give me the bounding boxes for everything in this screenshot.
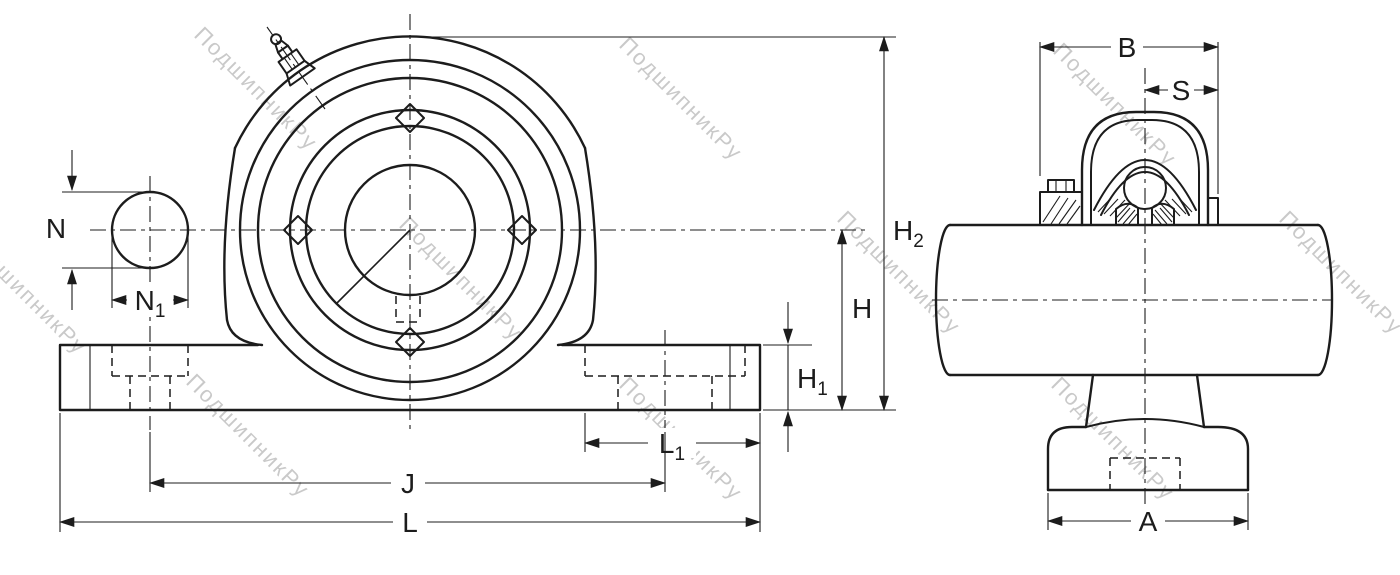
dimension-S: S <box>1143 75 1220 106</box>
label-mask <box>1168 75 1194 105</box>
shaft <box>934 223 1334 377</box>
dimension-L1: L1 <box>583 413 762 465</box>
body-and-base <box>1046 373 1250 492</box>
dim-label-H2: H2 <box>893 215 924 252</box>
housing-outline <box>58 35 762 412</box>
shaft-right-end <box>1316 223 1334 377</box>
housing-left-side <box>223 146 264 347</box>
dimension-H: H <box>837 228 872 412</box>
watermark-text: ПодшипникРу <box>0 226 92 360</box>
setscrew-head <box>1047 179 1075 193</box>
fitting-shank <box>277 44 294 61</box>
grease-fitting <box>270 33 316 87</box>
dim-label-A: A <box>1139 506 1158 537</box>
body-left-edge <box>1084 373 1095 429</box>
shaft-bore-circle <box>343 163 477 297</box>
label-mask <box>648 428 696 458</box>
radial-section-line <box>336 229 411 304</box>
bearing-cap <box>1039 110 1219 227</box>
side-view: B S A <box>932 32 1334 537</box>
cap-inner-profile <box>1090 119 1200 226</box>
dim-label-B: B <box>1118 32 1137 63</box>
insert-seal-circle <box>304 124 516 336</box>
label-mask <box>393 507 427 537</box>
grease-fitting-axis <box>266 26 326 110</box>
label-mask <box>1111 32 1143 62</box>
dim-label-S: S <box>1172 75 1191 106</box>
center-lines <box>932 68 1332 515</box>
outer-ring-outer-arc <box>1093 159 1197 211</box>
dimension-H2: H2 <box>416 35 924 412</box>
dim-label-N1: N1 <box>135 285 166 322</box>
base-right-profile <box>1202 425 1250 492</box>
cap-outer-profile <box>1080 110 1210 227</box>
dimension-H1: H1 <box>763 302 828 452</box>
lube-diamond-right <box>507 215 537 245</box>
lube-diamond-bottom <box>395 327 425 357</box>
watermark-text: ПодшипникРу <box>189 22 323 156</box>
housing-arch <box>233 35 587 150</box>
dim-label-N: N <box>46 213 66 244</box>
fitting-hex <box>277 48 306 75</box>
dim-label-J: J <box>401 468 415 499</box>
base-left-profile <box>1046 425 1088 492</box>
watermark-text: ПодшипникРу <box>1046 372 1180 506</box>
shaft-left-end <box>934 223 952 377</box>
housing-face-circle <box>238 58 582 402</box>
dimension-B: B <box>1038 32 1220 194</box>
dim-label-L1: L1 <box>659 428 685 465</box>
base-holes-hidden <box>111 345 746 410</box>
lube-diamond-top <box>395 103 425 133</box>
insert-outer-circle <box>288 108 532 352</box>
dimension-N1: N1 <box>110 234 190 322</box>
dimension-L: L <box>58 413 762 538</box>
dim-label-H: H <box>852 293 872 324</box>
front-view: N N1 H2 H H1 <box>46 14 924 538</box>
base-outline <box>58 343 762 412</box>
section-hatching <box>1042 195 1193 226</box>
dim-label-H1: H1 <box>797 363 828 400</box>
ball-section <box>1123 166 1167 210</box>
dim-label-L: L <box>402 507 418 538</box>
watermark-text: ПодшипникРу <box>614 32 748 166</box>
fitting-ball-tip <box>270 33 283 46</box>
watermark-text: ПодшипникРу <box>394 212 528 346</box>
housing-bore-circle <box>256 76 564 384</box>
inner-ring-stub-right <box>1207 197 1219 226</box>
label-mask <box>391 468 425 498</box>
hex-facet <box>283 57 293 70</box>
dimension-A: A <box>1046 493 1250 537</box>
label-mask <box>1131 506 1165 536</box>
dimension-J: J <box>148 432 667 499</box>
hex-facet <box>290 53 300 66</box>
housing-right-side <box>556 146 597 347</box>
base-belly-arc <box>1085 418 1205 428</box>
bearing-rings <box>238 58 582 402</box>
dimension-N: N <box>46 150 150 310</box>
body-right-edge <box>1195 373 1206 429</box>
center-lines <box>90 14 866 432</box>
outer-ring-inner-arc <box>1100 171 1190 216</box>
lube-diamond-left <box>283 215 313 245</box>
setscrew-collar <box>1039 191 1083 226</box>
label-mask <box>127 284 173 314</box>
